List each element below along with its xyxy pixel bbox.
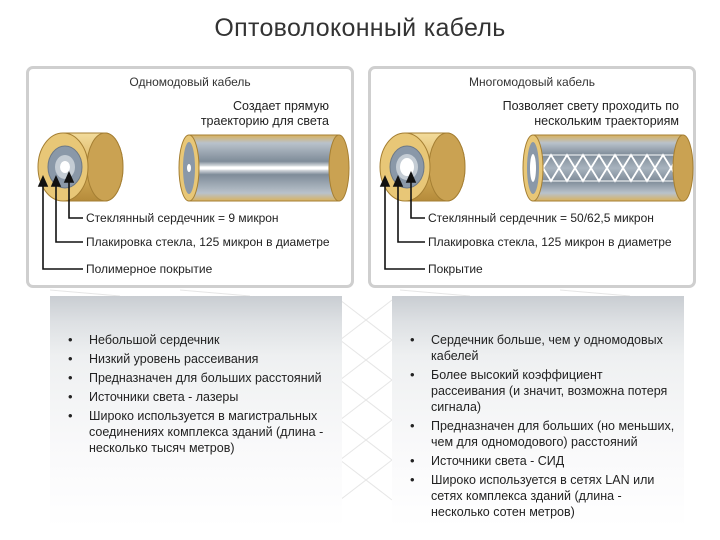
list-item: Источники света - лазеры [68,389,334,405]
multi-mode-note: Позволяет свету проходить по нескольким … [503,99,679,129]
single-mode-features-list: Небольшой сердечник Низкий уровень рассе… [68,332,334,459]
single-mode-note-line2: траекторию для света [200,114,329,128]
multi-mode-card: Многомодовый кабель Позволяет свету прох… [368,66,696,288]
multi-mode-coating-label: Покрытие [428,262,483,276]
multi-mode-features-panel: Сердечник больше, чем у одномодовых кабе… [392,296,684,528]
list-item: Низкий уровень рассеивания [68,351,334,367]
list-item: Широко используется в магистральных соед… [68,408,334,456]
multi-mode-note-line1: Позволяет свету проходить по [502,99,679,113]
list-item: Предназначен для больших (но меньших, че… [410,418,676,450]
single-mode-note: Создает прямую траекторию для света [201,99,329,129]
single-mode-cladding-label: Плакировка стекла, 125 микрон в диаметре [86,235,330,249]
multi-mode-card-title: Многомодовый кабель [469,75,595,89]
multi-mode-core-label: Стеклянный сердечник = 50/62,5 микрон [428,211,654,225]
list-item: Небольшой сердечник [68,332,334,348]
single-mode-card: Одномодовый кабель Создает прямую траект… [26,66,354,288]
page-title: Оптоволоконный кабель [214,14,506,42]
list-item: Источники света - СИД [410,453,676,469]
single-mode-cable-end-illustration [37,132,124,202]
multi-mode-cable-end-illustration [379,132,466,202]
list-item: Более высокий коэффициент рассеивания (и… [410,367,676,415]
list-item: Предназначен для больших расстояний [68,370,334,386]
multi-mode-cable-side-illustration [522,134,694,202]
single-mode-coating-label: Полимерное покрытие [86,262,213,276]
single-mode-card-title: Одномодовый кабель [129,75,251,89]
multi-mode-pointer-lines [379,171,425,270]
single-mode-cable-side-illustration [178,134,350,202]
single-mode-note-line1: Создает прямую [233,99,329,113]
multi-mode-note-line2: нескольким траекториям [534,114,679,128]
multi-mode-features-list: Сердечник больше, чем у одномодовых кабе… [410,332,676,523]
list-item: Сердечник больше, чем у одномодовых кабе… [410,332,676,364]
list-item: Широко используется в сетях LAN или сетя… [410,472,676,520]
multi-mode-cladding-label: Плакировка стекла, 125 микрон в диаметре [428,235,672,249]
single-mode-core-label: Стеклянный сердечник = 9 микрон [86,211,279,225]
single-mode-pointer-lines [37,171,83,270]
single-mode-features-panel: Небольшой сердечник Низкий уровень рассе… [50,296,342,528]
